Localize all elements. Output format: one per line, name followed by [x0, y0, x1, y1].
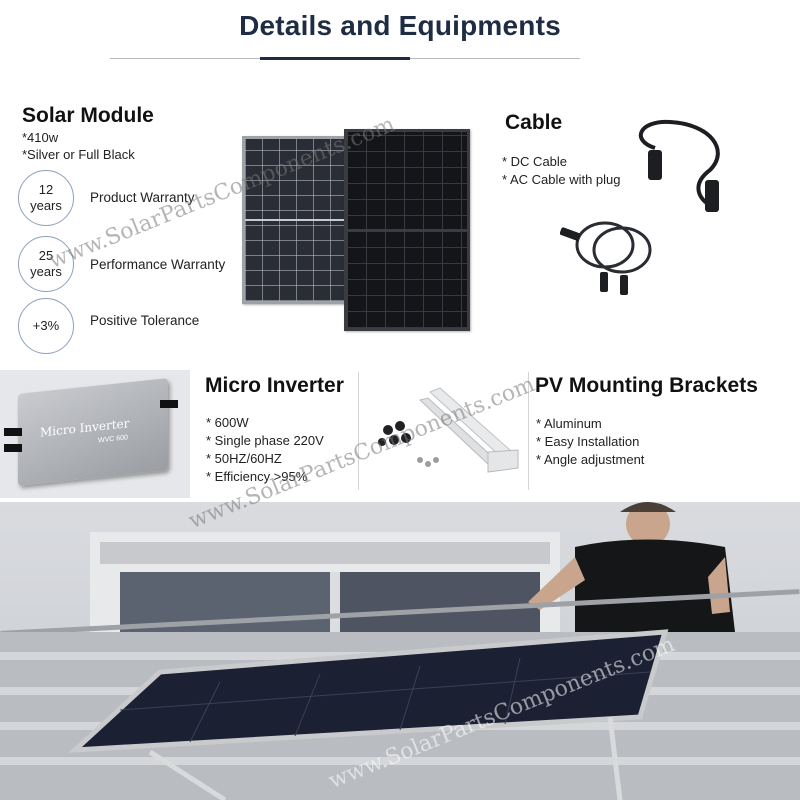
- warranty-badge-product: 12 years: [18, 170, 74, 226]
- cable-image: [559, 110, 760, 300]
- column-divider: [528, 372, 529, 490]
- micro-inverter-spec-efficiency: * Efficiency >95%: [206, 469, 308, 484]
- micro-inverter-device: Micro Inverter WVC 600: [18, 378, 168, 486]
- solar-panel-silver-image: [242, 136, 348, 304]
- mounting-brackets-image: [370, 380, 520, 480]
- panel-junction-line: [245, 219, 345, 221]
- cable-heading: Cable: [505, 111, 563, 134]
- warranty-badge-performance: 25 years: [18, 236, 74, 292]
- brackets-heading: PV Mounting Brackets: [535, 374, 758, 397]
- column-divider: [358, 372, 359, 490]
- title-underline-accent: [260, 57, 410, 60]
- brackets-spec-installation: * Easy Installation: [536, 434, 640, 449]
- micro-inverter-spec-phase: * Single phase 220V: [206, 433, 324, 448]
- warranty-badge-tolerance: +3%: [18, 298, 74, 354]
- inverter-connector: [4, 428, 22, 436]
- panel-junction-line: [347, 229, 467, 231]
- warranty-badge-value: 25: [38, 248, 54, 263]
- warranty-badge-unit: years: [30, 264, 62, 279]
- inverter-connector: [160, 400, 178, 408]
- micro-inverter-spec-frequency: * 50HZ/60HZ: [206, 451, 282, 466]
- title-underline: [110, 57, 580, 60]
- cable-spec-ac: * AC Cable with plug: [502, 172, 621, 187]
- brackets-spec-angle: * Angle adjustment: [536, 452, 645, 467]
- solar-panel-black-image: [344, 129, 470, 331]
- balcony-installation-photo: [0, 502, 800, 800]
- solar-module-heading: Solar Module: [22, 104, 154, 127]
- inverter-connector: [4, 444, 22, 452]
- brackets-spec-material: * Aluminum: [536, 416, 602, 431]
- cable-spec-dc: * DC Cable: [502, 154, 568, 169]
- page-title: Details and Equipments: [239, 10, 561, 41]
- solar-module-spec-color: *Silver or Full Black: [22, 147, 135, 162]
- warranty-badge-unit: years: [30, 198, 62, 213]
- warranty-label-tolerance: Positive Tolerance: [90, 313, 200, 328]
- warranty-label-product: Product Warranty: [90, 190, 195, 205]
- warranty-badge-value: +3%: [32, 318, 60, 333]
- micro-inverter-image-panel: Micro Inverter WVC 600: [0, 370, 190, 498]
- micro-inverter-heading: Micro Inverter: [205, 374, 344, 397]
- solar-module-spec-power: *410w: [22, 130, 59, 145]
- warranty-badge-value: 12: [38, 182, 54, 197]
- micro-inverter-spec-power: * 600W: [206, 415, 249, 430]
- warranty-label-performance: Performance Warranty: [90, 257, 226, 272]
- micro-inverter-device-model: WVC 600: [98, 434, 128, 445]
